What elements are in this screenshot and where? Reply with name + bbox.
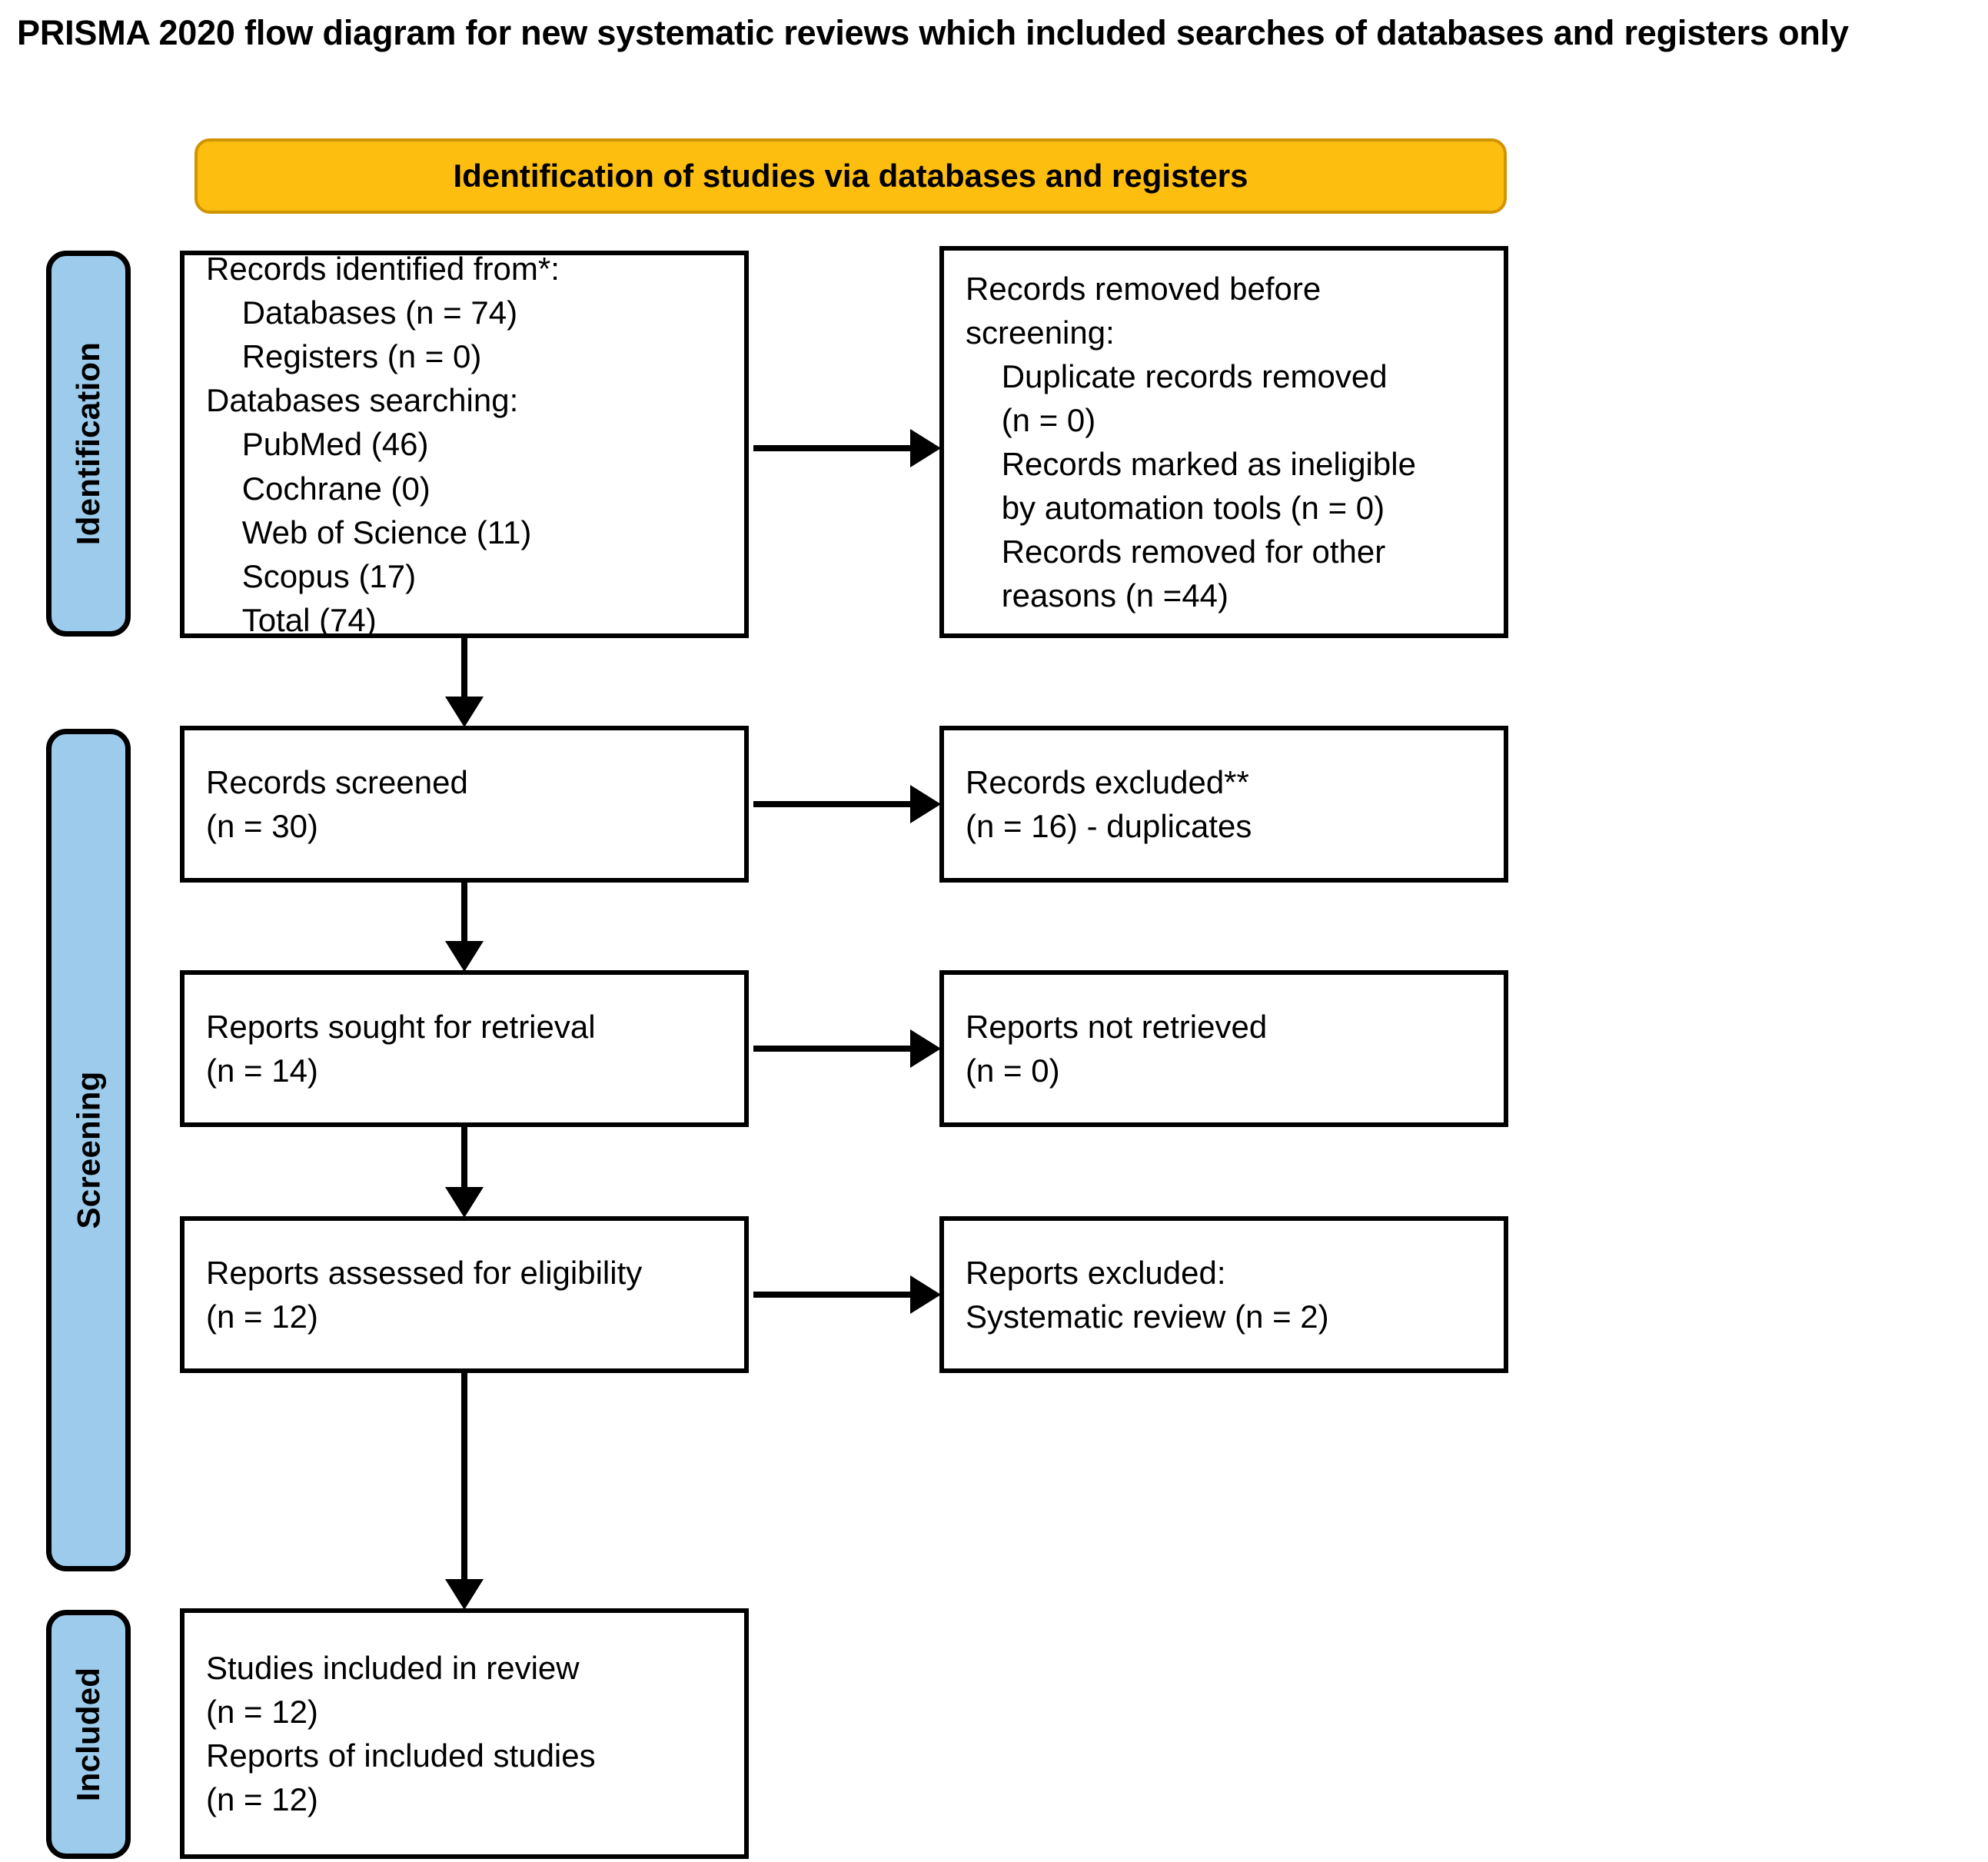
box-reports-not-retrieved: Reports not retrieved (n = 0) — [939, 970, 1508, 1127]
arrow-assessed-to-reports-excluded — [753, 1275, 941, 1314]
box-reports-excluded: Reports excluded: Systematic review (n =… — [939, 1216, 1508, 1373]
box-reports-sought-for-retrieval: Reports sought for retrieval (n = 14) — [180, 970, 749, 1127]
identification-stage-banner: Identification of studies via databases … — [194, 138, 1507, 214]
phase-bar-screening: Screening — [46, 729, 131, 1571]
arrow-head-down-icon — [445, 941, 484, 972]
arrow-assessed-to-included — [445, 1372, 484, 1610]
arrow-shaft — [753, 1046, 912, 1052]
arrow-head-down-icon — [445, 1187, 484, 1218]
arrow-sought-to-assessed — [445, 1126, 484, 1218]
box-reports-assessed-for-eligibility: Reports assessed for eligibility (n = 12… — [180, 1216, 749, 1373]
phase-label-identification: Identification — [70, 341, 107, 546]
arrow-head-right-icon — [910, 429, 941, 467]
box-reports-not-retrieved-text: Reports not retrieved (n = 0) — [966, 1008, 1268, 1089]
box-reports-assessed-text: Reports assessed for eligibility (n = 12… — [206, 1254, 643, 1335]
arrow-screened-to-excluded — [753, 785, 941, 823]
arrow-shaft — [461, 637, 467, 698]
box-records-screened-text: Records screened (n = 30) — [206, 763, 468, 844]
arrow-head-right-icon — [910, 1275, 941, 1314]
box-records-screened: Records screened (n = 30) — [180, 726, 749, 883]
box-records-identified-text: Records identified from*: Databases (n =… — [206, 251, 560, 638]
box-records-removed-before-screening: Records removed before screening: Duplic… — [939, 246, 1508, 638]
arrow-shaft — [461, 1372, 467, 1581]
box-records-excluded-text: Records excluded** (n = 16) - duplicates — [966, 763, 1252, 844]
arrow-identified-to-screened — [445, 637, 484, 727]
phase-bar-included: Included — [46, 1610, 131, 1859]
arrow-head-down-icon — [445, 1579, 484, 1610]
arrow-shaft — [753, 801, 912, 807]
box-reports-excluded-text: Reports excluded: Systematic review (n =… — [966, 1254, 1329, 1335]
phase-bar-identification: Identification — [46, 251, 131, 637]
arrow-head-right-icon — [910, 1029, 941, 1068]
phase-label-included: Included — [70, 1667, 106, 1802]
box-records-removed-text: Records removed before screening: Duplic… — [966, 270, 1416, 614]
box-records-excluded: Records excluded** (n = 16) - duplicates — [939, 726, 1508, 883]
box-studies-included-in-review: Studies included in review (n = 12) Repo… — [180, 1608, 749, 1859]
box-reports-sought-text: Reports sought for retrieval (n = 14) — [206, 1008, 596, 1089]
arrow-identified-to-removed — [753, 429, 941, 467]
arrow-shaft — [753, 445, 912, 451]
arrow-sought-to-not-retrieved — [753, 1029, 941, 1068]
stage-banner-label: Identification of studies via databases … — [453, 158, 1248, 194]
arrow-head-right-icon — [910, 785, 941, 823]
arrow-shaft — [753, 1292, 912, 1298]
arrow-shaft — [461, 881, 467, 943]
phase-label-screening: Screening — [70, 1071, 106, 1229]
page-title: PRISMA 2020 flow diagram for new systema… — [17, 13, 1849, 52]
arrow-screened-to-sought — [445, 881, 484, 972]
arrow-head-down-icon — [445, 697, 484, 727]
box-studies-included-text: Studies included in review (n = 12) Repo… — [206, 1649, 596, 1818]
box-records-identified: Records identified from*: Databases (n =… — [180, 251, 749, 638]
arrow-shaft — [461, 1126, 467, 1189]
